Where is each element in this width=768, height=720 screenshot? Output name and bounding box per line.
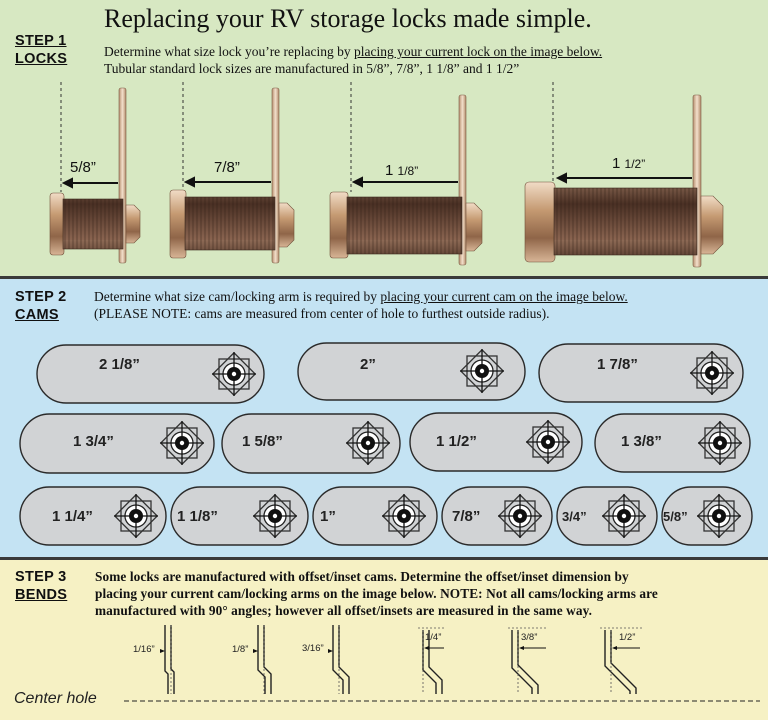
divider-1 xyxy=(0,276,768,279)
cam-arm-icon xyxy=(538,343,744,403)
step1-instruction-plain: Determine what size lock you’re replacin… xyxy=(104,44,355,59)
divider-2 xyxy=(0,557,768,560)
cam-arm-icon xyxy=(19,413,215,474)
step3-label-bottom: BENDS xyxy=(15,587,68,603)
lock-size-5-8: 5/8” xyxy=(70,159,96,176)
page-title: Replacing your RV storage locks made sim… xyxy=(104,4,592,33)
step2-note: (PLEASE NOTE: cams are measured from cen… xyxy=(94,306,550,321)
bend-label-1-8: 1/8” xyxy=(232,644,249,655)
step3-label: STEP 3 BENDS xyxy=(15,568,67,604)
bend-label-3-16: 3/16” xyxy=(302,643,324,654)
cam-label-1-1-2: 1 1/2” xyxy=(436,433,477,450)
step1-label: STEP 1 LOCKS xyxy=(15,32,67,68)
step2-label: STEP 2 CAMS xyxy=(15,288,67,324)
step1-sizes-note: Tubular standard lock sizes are manufact… xyxy=(104,61,520,76)
lock-7-8-icon xyxy=(169,87,295,264)
cam-label-1: 1” xyxy=(320,508,336,525)
cam-label-1-7-8: 1 7/8” xyxy=(597,356,638,373)
step2-label-top: STEP 2 xyxy=(15,289,67,305)
cam-label-1-1-8: 1 1/8” xyxy=(177,508,218,525)
step2-instruction-underlined: placing your current cam on the image be… xyxy=(380,289,628,304)
lock-size-1-1-2-whole: 1 xyxy=(612,155,621,172)
cam-label-1-3-8: 1 3/8” xyxy=(621,433,662,450)
step3-line2: placing your current cam/locking arms on… xyxy=(95,586,658,601)
cam-label-1-1-4: 1 1/4” xyxy=(52,508,93,525)
bend-label-1-4: 1/4” xyxy=(425,632,442,643)
cam-label-2: 2” xyxy=(360,356,376,373)
lock-1-1-2-icon xyxy=(524,94,724,268)
cam-arm-icon xyxy=(19,486,167,546)
locks-illustration xyxy=(49,82,724,268)
lock-size-1-1-8: 1 1/8” xyxy=(385,162,418,179)
center-hole-label: Center hole xyxy=(14,690,97,707)
step2-label-bottom: CAMS xyxy=(15,307,59,323)
cam-label-1-5-8: 1 5/8” xyxy=(242,433,283,450)
bend-label-1-16: 1/16” xyxy=(133,644,155,655)
cam-arm-icon xyxy=(594,413,751,473)
cam-arm-icon xyxy=(36,344,265,404)
lock-size-1-1-2-frac: 1/2” xyxy=(624,157,646,171)
cam-arm-icon xyxy=(297,342,526,401)
step1-instruction: Determine what size lock you’re replacin… xyxy=(104,43,602,60)
cam-label-7-8: 7/8” xyxy=(452,508,481,525)
cam-label-5-8: 5/8” xyxy=(663,509,688,524)
step1-label-top: STEP 1 xyxy=(15,33,67,49)
step2-instruction: Determine what size cam/locking arm is r… xyxy=(94,288,628,305)
lock-5-8-icon xyxy=(49,87,141,264)
lock-size-1-1-2: 1 1/2” xyxy=(612,155,645,172)
step1-label-bottom: LOCKS xyxy=(15,51,68,67)
lock-size-7-8: 7/8” xyxy=(214,159,240,176)
step2-instruction-plain: Determine what size cam/locking arm is r… xyxy=(94,289,381,304)
bend-label-3-8: 3/8” xyxy=(521,632,538,643)
lock-1-1-8-icon xyxy=(329,94,483,266)
step3-line3: manufactured with 90° angles; however al… xyxy=(95,603,593,618)
step3-label-top: STEP 3 xyxy=(15,569,67,585)
lock-size-1-1-8-whole: 1 xyxy=(385,162,394,179)
cam-label-3-4: 3/4” xyxy=(562,509,587,524)
cam-label-2-1-8: 2 1/8” xyxy=(99,356,140,373)
cam-label-1-3-4: 1 3/4” xyxy=(73,433,114,450)
step1-instruction-underlined: placing your current lock on the image b… xyxy=(354,44,603,59)
step3-line1: Some locks are manufactured with offset/… xyxy=(95,569,629,584)
bend-label-1-2: 1/2” xyxy=(619,632,636,643)
lock-size-1-1-8-frac: 1/8” xyxy=(397,164,419,178)
